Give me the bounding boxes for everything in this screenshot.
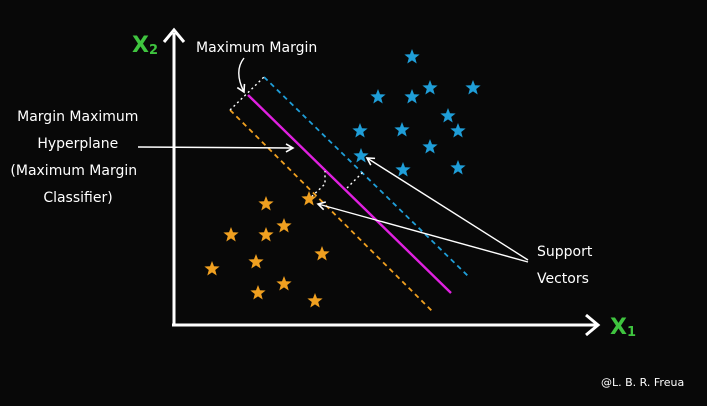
orange-star-point (301, 191, 317, 206)
hyperplane-label: Margin Maximum Hyperplane (Maximum Margi… (10, 109, 142, 206)
orange-star-point (204, 261, 220, 276)
axes (162, 27, 601, 337)
blue-star-point (404, 49, 420, 64)
orange-star-point (276, 218, 292, 233)
margin-gap-right-support (346, 170, 365, 189)
blue-star-point (450, 160, 466, 175)
blue-star-point (394, 122, 410, 137)
orange-star-point (314, 246, 330, 261)
y-axis-label-sub: 2 (149, 43, 158, 58)
blue-star-point (450, 123, 466, 138)
hyperplane-arrow (137, 143, 295, 153)
upper-margin-line (263, 76, 469, 277)
x-axis-label-sub: 1 (627, 325, 636, 340)
y-axis-label-main: X (132, 33, 149, 58)
y-axis-arrow (162, 27, 186, 43)
orange-star-point (248, 254, 264, 269)
orange-star-point (276, 276, 292, 291)
orange-star-point (258, 196, 274, 211)
blue-star-point (440, 108, 456, 123)
support-vectors-label-line-1: Support (537, 244, 593, 260)
x-axis-label: X1 (610, 315, 636, 340)
maximum-margin-label: Maximum Margin (196, 40, 317, 56)
orange-star-point (250, 285, 266, 300)
support-vectors-label: Support Vectors (537, 244, 597, 287)
credit: @L. B. R. Freua (601, 376, 684, 389)
x-axis-label-main: X (610, 315, 627, 340)
x-axis-arrow (585, 313, 601, 337)
blue-star-point (353, 148, 369, 163)
hyperplane-label-line-1: Margin Maximum (17, 109, 138, 125)
y-axis-label: X2 (132, 33, 158, 58)
blue-star-point (395, 162, 411, 177)
support-vector-arrow-orange (316, 201, 529, 263)
blue-star-point (422, 139, 438, 154)
hyperplane-line (247, 94, 452, 294)
hyperplane-label-line-4: Classifier) (43, 190, 112, 206)
orange-star-point (258, 227, 274, 242)
support-vector-arrow-blue (365, 157, 529, 261)
hyperplane-label-line-3: (Maximum Margin (10, 163, 137, 179)
lower-margin-line (229, 109, 435, 314)
support-vectors-label-line-2: Vectors (537, 271, 589, 287)
blue-star-point (422, 80, 438, 95)
maximum-margin-arrow (236, 57, 246, 94)
orange-star-point (307, 293, 323, 308)
blue-star-point (465, 80, 481, 95)
blue-star-point (370, 89, 386, 104)
hyperplane-label-line-2: Hyperplane (37, 136, 118, 152)
blue-star-point (352, 123, 368, 138)
blue-star-point (404, 89, 420, 104)
data-points (204, 49, 481, 308)
orange-star-point (223, 227, 239, 242)
